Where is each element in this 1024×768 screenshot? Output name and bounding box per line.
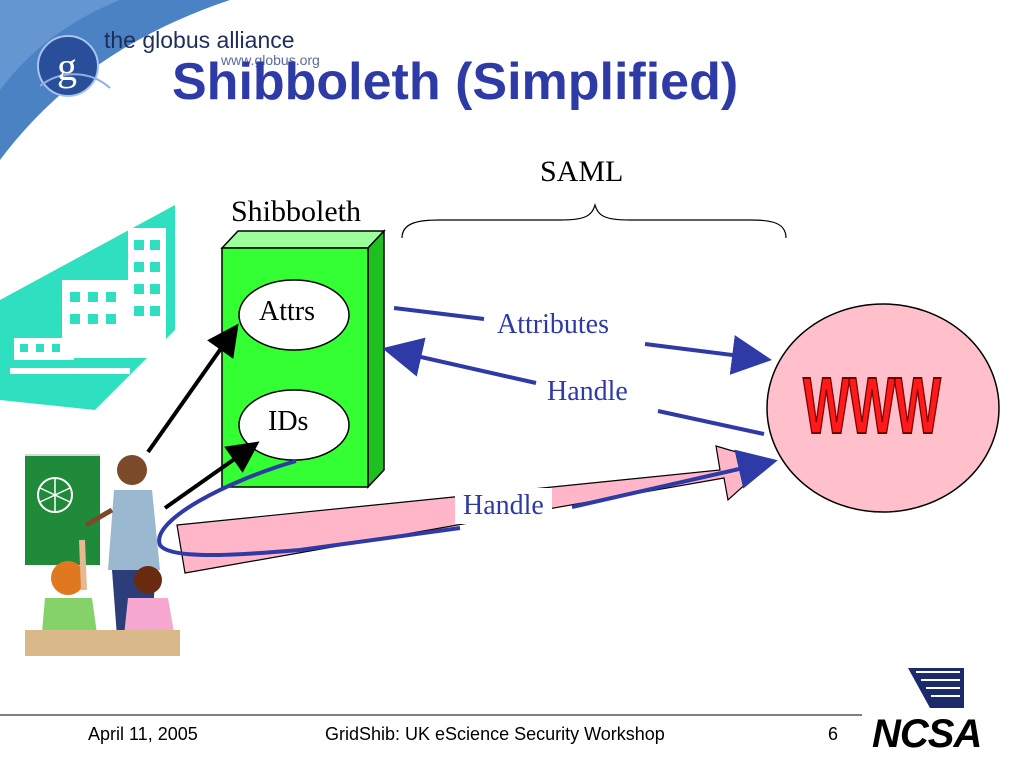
page-number: 6 [828, 724, 839, 744]
attributes-arrow-segment-2 [644, 335, 772, 375]
classroom-icon [25, 454, 180, 656]
handle-arrow-segment-2 [382, 337, 537, 385]
logo-letter: g [57, 44, 77, 89]
ncsa-logo-text: NCSA [872, 712, 982, 756]
ncsa-logo-icon [908, 668, 964, 708]
handle-arrow-segment-1 [657, 409, 765, 436]
globus-logo-icon: g [37, 35, 111, 97]
ids-label: IDs [268, 406, 309, 437]
footer-event: GridShib: UK eScience Security Workshop [325, 724, 665, 744]
www-server-circle [766, 303, 1000, 513]
user-handle-line-end [571, 449, 778, 509]
handle-label-upper: Handle [547, 376, 628, 407]
saml-brace [401, 202, 787, 239]
user-to-ids-arrow [163, 441, 260, 510]
attributes-label: Attributes [497, 309, 609, 340]
brand-url: www.globus.org [221, 52, 320, 68]
www-label: WWW [802, 360, 941, 451]
building-icon [0, 205, 175, 410]
footer-date: April 11, 2005 [88, 724, 198, 744]
attrs-label: Attrs [259, 296, 315, 327]
corner-decoration-highlight [0, 0, 120, 90]
attributes-arrow-segment-1 [393, 306, 485, 321]
shibboleth-label: Shibboleth [231, 195, 362, 228]
slide-title: Shibboleth (Simplified) [172, 53, 739, 111]
saml-label: SAML [540, 155, 624, 188]
handle-label-lower: Handle [455, 488, 552, 524]
user-handle-line [157, 459, 461, 557]
user-to-attrs-arrow [146, 323, 239, 454]
attrs-store [238, 279, 350, 351]
brand-name: the globus alliance [104, 27, 295, 53]
